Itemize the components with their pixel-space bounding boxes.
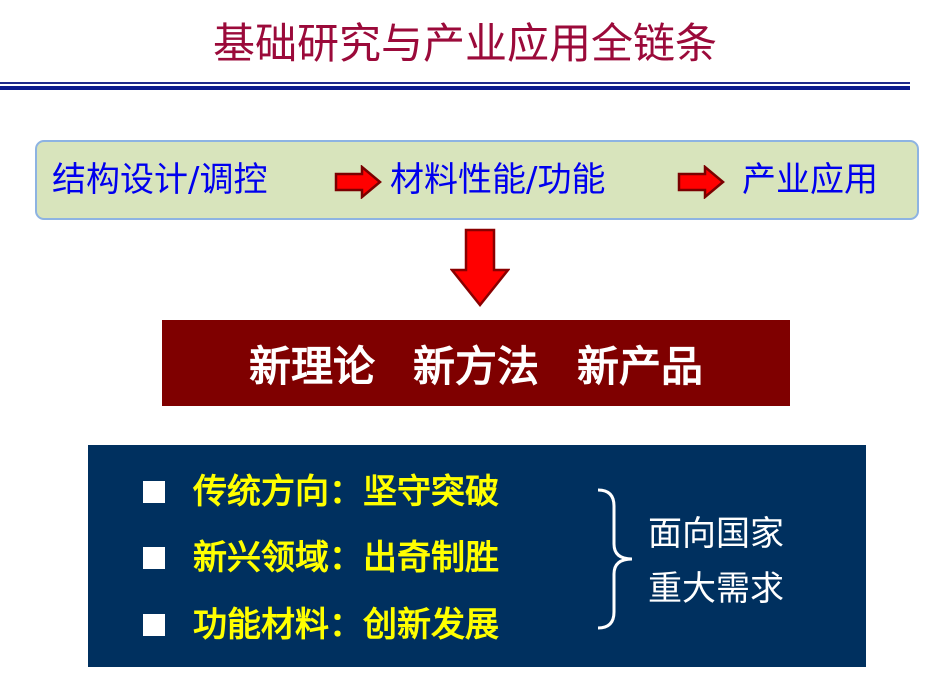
right-brace-icon (597, 488, 633, 630)
right-arrow-icon (677, 165, 725, 199)
outcome-new-product: 新产品 (577, 341, 704, 391)
slide-title: 基础研究与产业应用全链条 (212, 19, 717, 68)
square-bullet-icon (143, 614, 165, 636)
chain-step-material-performance: 材料性能/功能 (390, 160, 606, 200)
strategy-item-emerging: 新兴领域：出奇制胜 (193, 538, 499, 578)
down-arrow-icon (450, 228, 510, 308)
chain-step-structure-design: 结构设计/调控 (52, 160, 268, 200)
title-divider-thin (0, 82, 910, 84)
square-bullet-icon (143, 547, 165, 569)
chain-step-industry-application: 产业应用 (742, 160, 878, 200)
goal-line-1: 面向国家 (648, 514, 784, 554)
strategy-item-functional: 功能材料：创新发展 (193, 605, 499, 645)
strategy-panel (88, 445, 866, 667)
strategy-item-traditional: 传统方向：坚守突破 (193, 472, 499, 512)
goal-line-2: 重大需求 (648, 569, 784, 609)
outcome-new-theory: 新理论 (248, 341, 375, 391)
chain-box (35, 140, 919, 220)
square-bullet-icon (143, 481, 165, 503)
outcomes-box: 新理论 新方法 新产品 (162, 320, 790, 406)
outcome-new-method: 新方法 (412, 341, 539, 391)
right-arrow-icon (334, 165, 382, 199)
title-divider-thick (0, 86, 910, 90)
